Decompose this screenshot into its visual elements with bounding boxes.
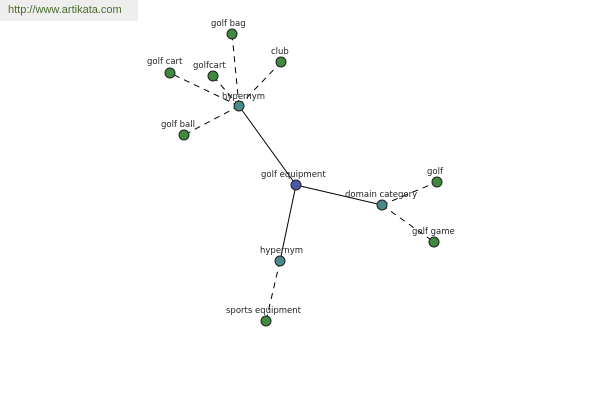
node-leaf-golf[interactable] [431,176,443,188]
edge-root-to-rel_hypernym_top [238,105,297,186]
node-rel-hypernym-bottom[interactable] [274,255,286,267]
edge-rel_hypernym_top-to-leaf_golfcart [212,75,240,107]
nodes-layer [164,28,443,327]
node-label-rel-hypernym-top: hypernym [222,92,265,102]
edge-rel_domain-to-leaf_golf [381,181,438,206]
node-label-leaf-sports-equipment: sports equipment [226,306,302,316]
node-rel-domain[interactable] [376,199,388,211]
node-label-root: golf equipment [261,170,326,180]
node-root[interactable] [290,179,302,191]
node-leaf-golf-game[interactable] [428,236,440,248]
node-label-leaf-golfcart: golfcart [193,61,226,71]
node-leaf-golf-bag[interactable] [226,28,238,40]
edge-root-to-rel_domain [295,184,383,206]
node-leaf-club[interactable] [275,56,287,68]
node-label-rel-hypernym-bottom: hypernym [260,246,303,256]
edge-rel_hypernym_top-to-leaf_golf_bag [231,33,240,107]
edge-root-to-rel_hypernym_bottom [279,184,297,262]
node-label-rel-domain: domain category [345,190,417,200]
labels-layer: golf equipment hypernym domain category hyp… [147,19,455,316]
node-label-leaf-golf: golf [427,167,444,177]
node-leaf-sports-equipment[interactable] [260,315,272,327]
node-label-leaf-golf-game: golf game [412,227,455,237]
node-leaf-golf-ball[interactable] [178,129,190,141]
node-label-leaf-club: club [271,47,289,57]
node-leaf-golfcart[interactable] [207,70,219,82]
node-label-leaf-golf-ball: golf ball [161,120,195,130]
edge-rel_hypernym_top-to-leaf_golf_cart [169,72,240,107]
node-leaf-golf-cart[interactable] [164,67,176,79]
node-rel-hypernym-top[interactable] [233,100,245,112]
node-label-leaf-golf-cart: golf cart [147,57,183,67]
node-label-leaf-golf-bag: golf bag [211,19,246,29]
source-url-banner[interactable]: http://www.artikata.com [0,0,138,21]
edges-layer [169,33,438,322]
